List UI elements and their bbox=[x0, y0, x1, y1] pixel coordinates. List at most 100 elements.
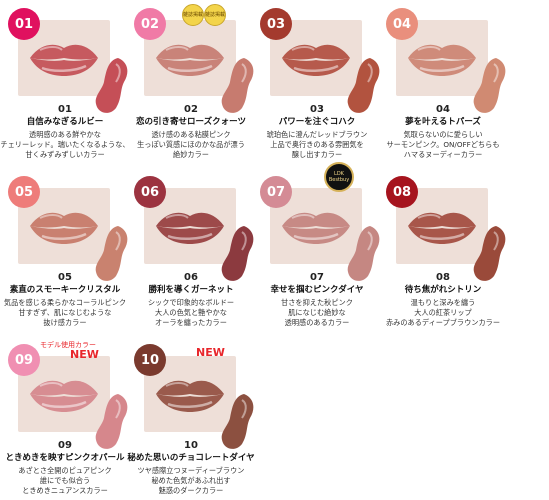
bestbuy-award-icon: LDK Bestbuy bbox=[324, 162, 354, 192]
description-line: 甘すぎず、肌になじむような bbox=[18, 308, 112, 317]
magazine-seal-icon: 雑誌掲載 bbox=[182, 4, 204, 26]
lips-image bbox=[282, 212, 350, 244]
lips-image bbox=[282, 44, 350, 76]
description-line: 気品を感じる柔らかなコーラルピンク bbox=[3, 298, 127, 307]
shade-description: シックで印象的なボルドー大人の色気と艶やかなオーラを纏ったカラー bbox=[126, 298, 256, 328]
shade-description: あざとさ全開のピュアピンク誰にでも似合うときめきニュアンスカラー bbox=[0, 466, 130, 496]
lips-image bbox=[408, 212, 476, 244]
lips-image bbox=[30, 44, 98, 76]
description-line: 抜け感カラー bbox=[43, 318, 87, 327]
shade-title: 夢を叶えるトパーズ bbox=[405, 117, 481, 127]
lips-image bbox=[156, 44, 224, 76]
description-line: 透明感のあるカラー bbox=[284, 318, 350, 327]
description-line: 甘さを抑えた秋ピンク bbox=[281, 298, 353, 307]
description-line: オーラを纏ったカラー bbox=[155, 318, 227, 327]
color-swatch bbox=[347, 58, 380, 113]
shade-title: 秘めた思いのチョコレートダイヤ bbox=[127, 453, 255, 463]
description-line: 大人の色気と艶やかな bbox=[155, 308, 227, 317]
shade-description: 透明感のある鮮やかなチェリーレッド。瑞いたくなるような、甘くみずみずしいカラー bbox=[0, 130, 130, 160]
lips-image bbox=[156, 212, 224, 244]
description-line: 大人の紅茶リップ bbox=[414, 308, 472, 317]
shade-number-badge: 02 bbox=[134, 8, 166, 40]
shade-description: ツヤ感際立つヌーディーブラウン秘めた色気があふれ出す魅惑のダークカラー bbox=[126, 466, 256, 496]
color-swatch bbox=[473, 58, 506, 113]
description-line: 温もりと深みを纏う bbox=[410, 298, 476, 307]
lips-image bbox=[408, 44, 476, 76]
color-swatch bbox=[347, 226, 380, 281]
color-swatch bbox=[95, 58, 128, 113]
shade-number: 08 bbox=[436, 272, 450, 283]
description-line: 肌になじむ絶妙な bbox=[288, 308, 346, 317]
shade-description: 気品を感じる柔らかなコーラルピンク甘すぎず、肌になじむような抜け感カラー bbox=[0, 298, 130, 328]
shade-number: 07 bbox=[310, 272, 324, 283]
shade-number: 05 bbox=[58, 272, 72, 283]
description-line: 醸し出すカラー bbox=[291, 150, 343, 159]
new-label: NEW bbox=[70, 348, 99, 361]
description-line: ツヤ感際立つヌーディーブラウン bbox=[137, 466, 245, 475]
shade-number: 10 bbox=[184, 440, 198, 451]
shade-number-badge: 03 bbox=[260, 8, 292, 40]
shade-title: 自信みなぎるルビー bbox=[26, 117, 104, 127]
shade-number-badge: 05 bbox=[8, 176, 40, 208]
description-line: 透明感のある鮮やかな bbox=[29, 130, 101, 139]
lip-photo bbox=[18, 20, 110, 96]
lips-image bbox=[30, 212, 98, 244]
color-swatch bbox=[95, 394, 128, 449]
shade-title: パワーを注ぐコハク bbox=[278, 117, 356, 127]
product-card-01: 01 01 自信みなぎるルビー透明感のある鮮やかなチェリーレッド。瑞いたくなるような… bbox=[0, 0, 130, 160]
description-line: 気取らないのに愛らしい bbox=[403, 130, 483, 139]
description-line: 上品で奥行きのある雰囲気を bbox=[270, 140, 364, 149]
color-swatch bbox=[95, 226, 128, 281]
shade-title: 恋の引き寄せローズクォーツ bbox=[136, 117, 246, 127]
shade-number-badge: 04 bbox=[386, 8, 418, 40]
description-line: 赤みのあるディープブラウンカラー bbox=[385, 318, 501, 327]
description-line: 生っぽい質感にほのかな品が漂う bbox=[137, 140, 245, 149]
shade-number-badge: 06 bbox=[134, 176, 166, 208]
description-line: 透け感のある粘膜ピンク bbox=[151, 130, 231, 139]
shade-title: 素直のスモーキークリスタル bbox=[9, 285, 121, 295]
shade-title: 幸せを掴むピンクダイヤ bbox=[270, 285, 364, 295]
description-line: サーモンピンク。ON/OFFどちらも bbox=[386, 140, 500, 149]
shade-title: 勝利を導くガーネット bbox=[148, 285, 234, 295]
description-line: 絶妙カラー bbox=[173, 150, 209, 159]
magazine-seal-icon: 雑誌掲載 bbox=[204, 4, 226, 26]
lips-image bbox=[156, 380, 224, 412]
shade-description: 透け感のある粘膜ピンク生っぽい質感にほのかな品が漂う絶妙カラー bbox=[126, 130, 256, 160]
shade-number: 01 bbox=[58, 104, 72, 115]
shade-title: 待ち焦がれシトリン bbox=[404, 285, 482, 295]
color-swatch bbox=[221, 226, 254, 281]
lips-image bbox=[30, 380, 98, 412]
shade-number: 02 bbox=[184, 104, 198, 115]
description-line: あざとさ全開のピュアピンク bbox=[18, 466, 112, 475]
shade-description: 温もりと深みを纏う大人の紅茶リップ赤みのあるディープブラウンカラー bbox=[378, 298, 508, 328]
color-swatch bbox=[473, 226, 506, 281]
color-swatch bbox=[221, 394, 254, 449]
description-line: ハマるヌーディーカラー bbox=[403, 150, 483, 159]
description-line: ときめきニュアンスカラー bbox=[22, 486, 108, 495]
new-label: NEW bbox=[196, 346, 225, 359]
shade-number-badge: 10 bbox=[134, 344, 166, 376]
shade-number-badge: 01 bbox=[8, 8, 40, 40]
shade-description: 甘さを抑えた秋ピンク肌になじむ絶妙な透明感のあるカラー bbox=[252, 298, 382, 328]
model-color-label: モデル使用カラー bbox=[40, 341, 96, 349]
shade-title: ときめきを映すピンクオパール bbox=[5, 453, 125, 463]
description-line: 魅惑のダークカラー bbox=[158, 486, 224, 495]
description-line: 秘めた色気があふれ出す bbox=[151, 476, 231, 485]
shade-number-badge: 08 bbox=[386, 176, 418, 208]
shade-description: 気取らないのに愛らしいサーモンピンク。ON/OFFどちらもハマるヌーディーカラー bbox=[378, 130, 508, 160]
description-line: 甘くみずみずしいカラー bbox=[25, 150, 105, 159]
shade-number-badge: 09 bbox=[8, 344, 40, 376]
shade-number: 06 bbox=[184, 272, 198, 283]
description-line: 誰にでも似合う bbox=[39, 476, 91, 485]
description-line: 琥珀色に澄んだレッドブラウン bbox=[266, 130, 368, 139]
description-line: シックで印象的なボルドー bbox=[147, 298, 235, 307]
